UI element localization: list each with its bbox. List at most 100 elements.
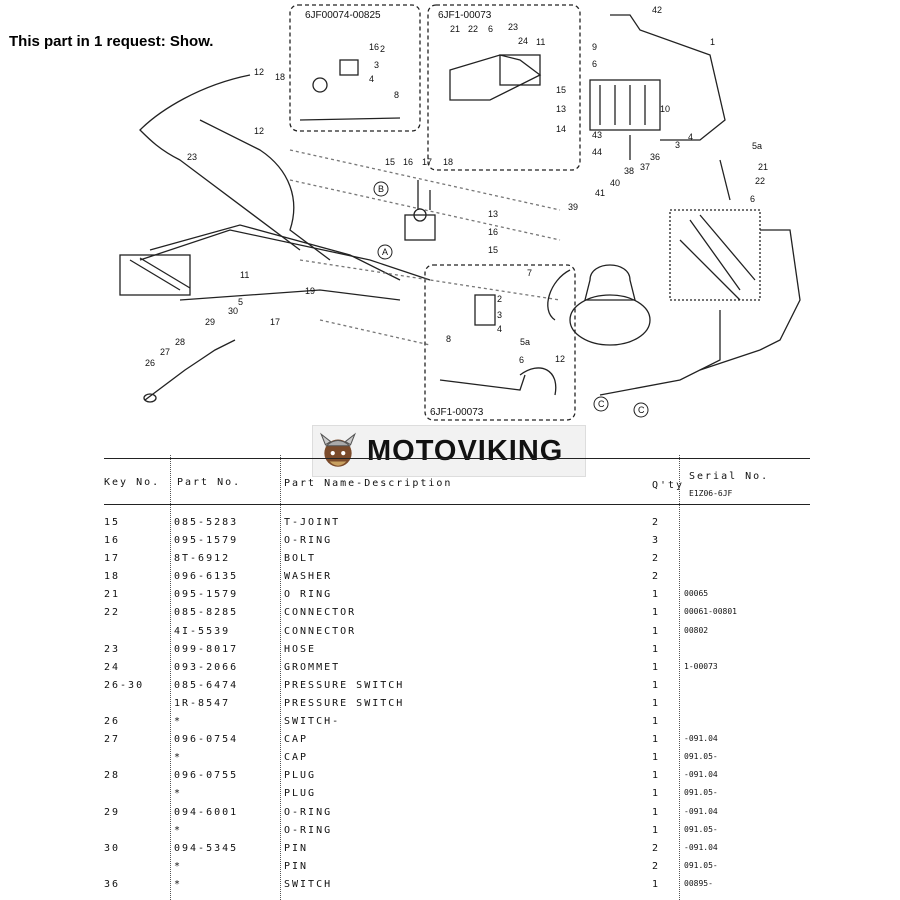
cell-part: 085-5283 xyxy=(174,517,239,528)
cell-part: 094-6001 xyxy=(174,806,239,818)
callout-label: 4 xyxy=(688,132,693,142)
callout-label: 40 xyxy=(610,178,620,188)
cell-serial: 00065 xyxy=(684,589,709,599)
cell-qty: 1 xyxy=(652,824,661,836)
cell-desc: O-RING xyxy=(284,535,333,547)
cell-part: 4I-5539 xyxy=(174,625,231,637)
callout-label: 12 xyxy=(254,126,264,136)
cell-desc: O-RING xyxy=(284,824,333,836)
callout-label: 4 xyxy=(369,74,374,84)
callout-label: 22 xyxy=(468,24,478,34)
cell-desc: SWITCH xyxy=(284,878,333,890)
cell-key: 18 xyxy=(104,571,121,583)
cell-qty: 1 xyxy=(652,625,661,637)
callout-label: A xyxy=(382,247,388,257)
callout-label: 1 xyxy=(710,37,715,47)
cell-qty: 2 xyxy=(652,842,661,854)
cell-key: 29 xyxy=(104,806,121,818)
header-serial-no: Serial No. xyxy=(689,471,770,482)
cell-part: 095-1579 xyxy=(174,535,239,547)
callout-label: 30 xyxy=(228,306,238,316)
cell-desc: O RING xyxy=(284,589,333,601)
callout-label: 43 xyxy=(592,130,602,140)
cell-qty: 3 xyxy=(652,535,661,547)
cell-key: 28 xyxy=(104,770,121,782)
cell-part: * xyxy=(174,878,183,890)
callout-label: 17 xyxy=(422,157,432,167)
callout-label: 19 xyxy=(305,286,315,296)
callout-label: 15 xyxy=(385,157,395,167)
cell-part: 8T-6912 xyxy=(174,553,231,565)
callout-label: 24 xyxy=(518,36,528,46)
callout-label: 6 xyxy=(592,59,597,69)
cell-desc: O-RING xyxy=(284,806,333,818)
cell-desc: CAP xyxy=(284,734,309,746)
request-note: This part in 1 request: Show. xyxy=(9,33,214,50)
cell-key: 21 xyxy=(104,589,121,601)
cell-desc: PLUG xyxy=(284,788,317,800)
cell-serial: 091.05- xyxy=(684,860,718,870)
cell-part: * xyxy=(174,788,183,800)
callout-circle xyxy=(633,402,649,418)
cell-desc: GROMMET xyxy=(284,661,341,673)
callout-label: 22 xyxy=(755,176,765,186)
cell-desc: WASHER xyxy=(284,571,333,583)
cell-desc: CONNECTOR xyxy=(284,625,357,637)
cell-key: 16 xyxy=(104,535,121,547)
cell-serial: 1-00073 xyxy=(684,661,718,671)
callout-label: 23 xyxy=(508,22,518,32)
callout-label: 41 xyxy=(595,188,605,198)
callout-label: 14 xyxy=(556,124,566,134)
callout-label: 11 xyxy=(240,270,249,280)
cell-desc: CAP xyxy=(284,752,309,764)
callout-label: 5 xyxy=(238,297,243,307)
viking-mascot-icon xyxy=(319,432,357,467)
callout-label: 36 xyxy=(650,152,660,162)
callout-label: 26 xyxy=(145,358,155,368)
callout-label: 6 xyxy=(750,194,755,204)
callout-label: 3 xyxy=(675,140,680,150)
callout-label: 28 xyxy=(175,337,185,347)
inset-title-1: 6JF00074-00825 xyxy=(305,10,381,21)
cell-serial: 00802 xyxy=(684,625,709,635)
cell-qty: 1 xyxy=(652,589,661,601)
callout-circle xyxy=(377,244,393,260)
callout-label: B xyxy=(378,184,384,194)
cell-serial: 00895- xyxy=(684,878,713,888)
callout-label: 4 xyxy=(497,324,502,334)
cell-qty: 2 xyxy=(652,517,661,528)
callout-label: 18 xyxy=(443,157,453,167)
cell-part: * xyxy=(174,716,183,728)
cell-part: * xyxy=(174,860,183,872)
callout-label: 16 xyxy=(403,157,413,167)
cell-qty: 2 xyxy=(652,860,661,872)
callout-label: 6 xyxy=(488,24,493,34)
cell-qty: 1 xyxy=(652,770,661,782)
callout-label: 39 xyxy=(568,202,578,212)
callout-label: 5a xyxy=(752,141,762,151)
callout-label: 15 xyxy=(488,245,498,255)
cell-desc: PLUG xyxy=(284,770,317,782)
callout-label: 42 xyxy=(652,5,662,15)
table-row: 26*SWITCH-1 xyxy=(104,714,810,732)
cell-desc: PIN xyxy=(284,842,309,854)
cell-part: * xyxy=(174,824,183,836)
cell-serial: -091.04 xyxy=(684,806,718,816)
cell-desc: PRESSURE SWITCH xyxy=(284,679,405,691)
callout-label: 12 xyxy=(254,67,264,77)
cell-desc: PIN xyxy=(284,860,309,872)
header-part-no: Part No. xyxy=(177,477,242,488)
cell-desc: CONNECTOR xyxy=(284,607,357,619)
callout-label: C xyxy=(598,399,605,409)
callout-circle xyxy=(373,181,389,197)
